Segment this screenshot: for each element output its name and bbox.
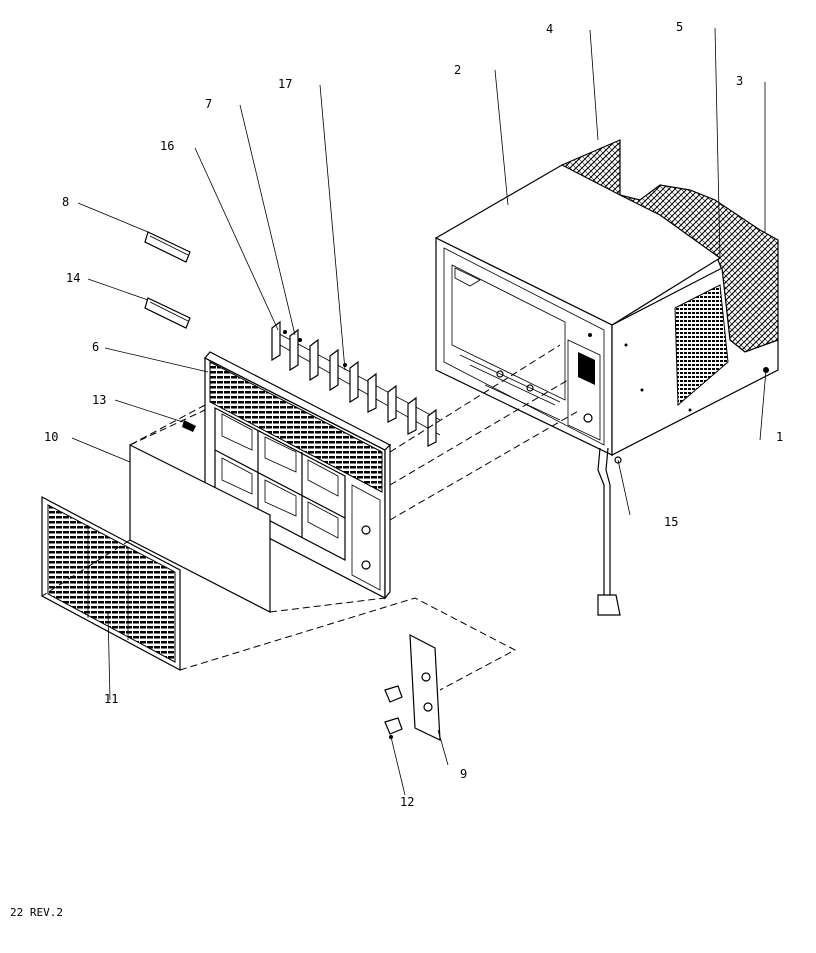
handle-14	[144, 297, 191, 329]
callout-leaders	[71, 27, 767, 796]
control-panel-area	[351, 484, 381, 591]
callout-12: 12	[400, 795, 414, 809]
power-plug	[597, 594, 621, 616]
screw-13	[182, 420, 196, 432]
control-box	[567, 339, 601, 441]
callout-1: 1	[776, 430, 783, 444]
callout-5: 5	[676, 20, 683, 34]
knob-upper	[384, 685, 403, 703]
callout-2: 2	[454, 63, 461, 77]
control-knob-upper	[361, 525, 371, 535]
control-plate	[384, 633, 441, 741]
power-cord	[597, 447, 605, 595]
callout-15: 15	[664, 515, 678, 529]
louver-vane-assembly	[271, 320, 441, 447]
callout-7: 7	[205, 97, 212, 111]
callout-13: 13	[92, 393, 106, 407]
control-knob-lower	[361, 560, 371, 570]
assembly-guide-lines	[41, 344, 581, 691]
callout-10: 10	[44, 430, 58, 444]
callout-6: 6	[92, 340, 99, 354]
cord-clamp	[614, 456, 622, 464]
callout-4: 4	[546, 22, 553, 36]
upper-louver-band	[209, 361, 383, 493]
front-panel-frame	[204, 351, 392, 600]
footer-revision-label: 22 REV.2	[10, 906, 63, 919]
callout-14: 14	[66, 271, 80, 285]
callout-9: 9	[460, 767, 467, 781]
side-air-grille	[674, 284, 729, 407]
callout-16: 16	[160, 139, 174, 153]
callout-8: 8	[62, 195, 69, 209]
callout-17: 17	[278, 77, 292, 91]
handle-8	[144, 231, 191, 263]
knob-lower	[384, 717, 403, 735]
callout-11: 11	[104, 692, 118, 706]
front-grille	[41, 496, 181, 672]
cabinet-assembly	[434, 139, 779, 616]
callout-3: 3	[736, 74, 743, 88]
